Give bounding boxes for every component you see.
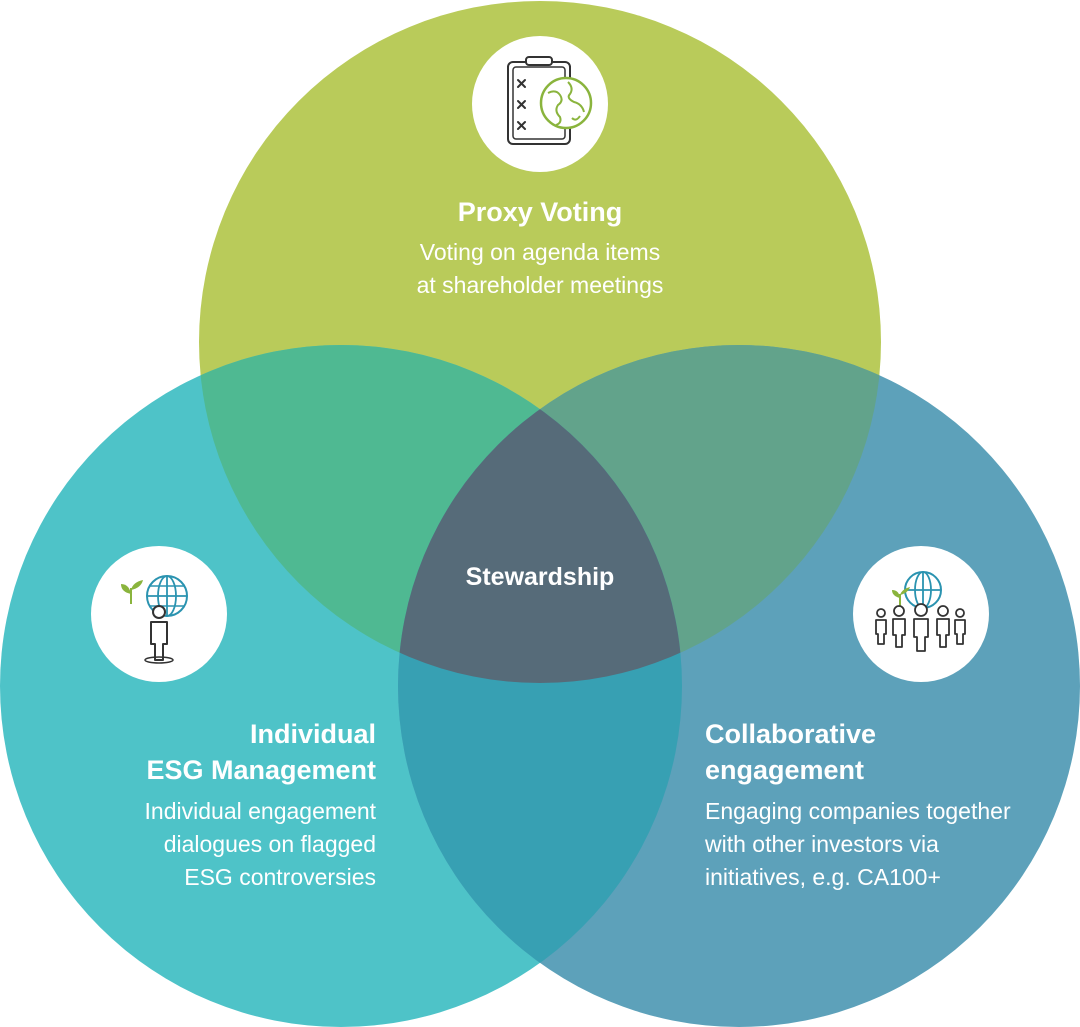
individual-esg-description: Individual engagement dialogues on flagg… (76, 795, 376, 894)
collaborative-engagement-icon-badge (853, 546, 989, 682)
collaborative-engagement-desc-line: initiatives, e.g. CA100+ (705, 864, 941, 890)
individual-esg-title-line: ESG Management (146, 755, 376, 785)
proxy-voting-icon-badge (472, 36, 608, 172)
person-globe-icon (121, 575, 188, 664)
individual-esg-desc-line: ESG controversies (184, 864, 376, 890)
collaborative-engagement-title-line: Collaborative (705, 719, 877, 749)
collaborative-engagement-desc-line: with other investors via (705, 831, 939, 857)
collaborative-engagement-title-line: engagement (705, 755, 865, 785)
collaborative-engagement-description: Engaging companies together with other i… (705, 795, 1045, 894)
clipboard-globe-icon (507, 56, 593, 145)
group-globe-icon (875, 571, 966, 652)
collaborative-engagement-title: Collaborative engagement (705, 716, 1005, 788)
proxy-voting-title: Proxy Voting (457, 197, 623, 227)
individual-esg-title-line: Individual (249, 719, 376, 749)
proxy-voting-desc-line: at shareholder meetings (416, 272, 664, 298)
proxy-voting-description: Voting on agenda items at shareholder me… (360, 236, 720, 302)
individual-esg-desc-line: Individual engagement (144, 798, 376, 824)
collaborative-engagement-desc-line: Engaging companies together (705, 798, 1011, 824)
stewardship-center-region (398, 345, 682, 683)
proxy-voting-desc-line: Voting on agenda items (419, 239, 661, 265)
individual-esg-desc-line: dialogues on flagged (163, 831, 376, 857)
individual-esg-icon-badge (91, 546, 227, 682)
stewardship-label: Stewardship (465, 563, 615, 591)
individual-esg-title: Individual ESG Management (80, 716, 376, 788)
